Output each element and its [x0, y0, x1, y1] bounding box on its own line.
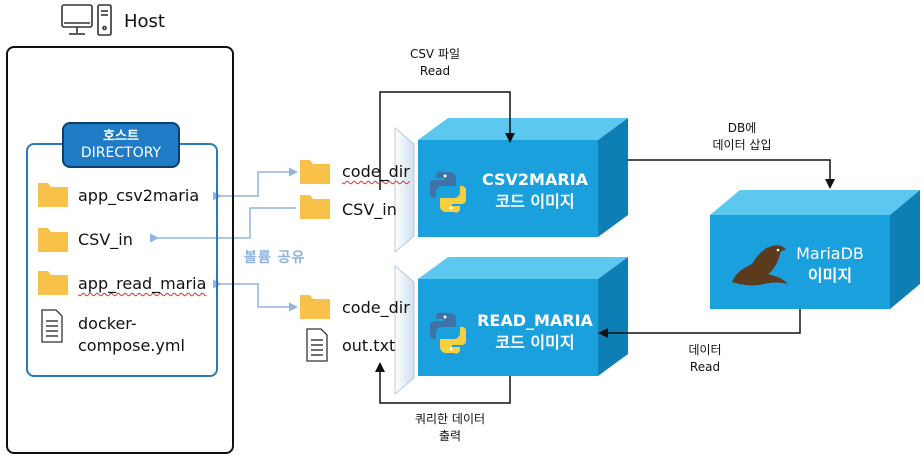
- mariadb-title: MariaDB: [796, 244, 864, 263]
- csv-read-line2: Read: [419, 64, 451, 78]
- db-insert-label: DB에 데이터 삽입: [692, 120, 792, 154]
- host-file-docker-compose[interactable]: docker- compose.yml: [78, 313, 185, 357]
- volume-connectors: [150, 167, 298, 312]
- data-read-line2: Read: [689, 360, 721, 374]
- mount-panel-1: [394, 126, 415, 254]
- container1-folder-code-dir[interactable]: code_dir: [342, 162, 410, 181]
- data-read-label: 데이터 Read: [670, 342, 740, 376]
- csv-read-label: CSV 파일 Read: [400, 46, 470, 80]
- docker-compose-line1: docker-: [78, 314, 137, 333]
- db-insert-line2: 데이터 삽입: [712, 138, 772, 152]
- read-maria-title: READ_MARIA: [477, 311, 593, 330]
- csv2maria-cube: [418, 118, 628, 237]
- container2-file-out-txt[interactable]: out.txt: [342, 336, 396, 355]
- read-maria-cube: [418, 257, 628, 376]
- flow-arrows: [375, 91, 835, 404]
- python-icon-1: [430, 171, 466, 213]
- csv2maria-subtitle: 코드 이미지: [495, 192, 575, 211]
- mariadb-cube: [710, 190, 920, 309]
- data-read-line1: 데이터: [688, 343, 722, 357]
- csv2maria-label: CSV2MARIA 코드 이미지: [470, 169, 600, 213]
- mariadb-label: MariaDB 이미지: [780, 243, 880, 287]
- python-icon-2: [430, 312, 466, 354]
- db-insert-line1: DB에: [727, 121, 757, 135]
- query-out-line1: 쿼리한 데이터: [414, 412, 486, 426]
- host-title: Host: [124, 11, 165, 32]
- host-folder-csv-in[interactable]: CSV_in: [78, 230, 133, 249]
- csv2maria-title: CSV2MARIA: [481, 170, 589, 189]
- container1-folder-csv-in[interactable]: CSV_in: [342, 200, 397, 219]
- document-icon-compose: [41, 309, 63, 343]
- host-box: [6, 46, 234, 454]
- query-out-line2: 출력: [438, 429, 462, 443]
- host-directory-label-line2: DIRECTORY: [80, 145, 162, 161]
- folder-icons: [38, 160, 330, 319]
- host-directory-label-line1: 호스트: [103, 129, 139, 144]
- mariadb-seal-icon: [732, 245, 788, 286]
- document-icon-out-txt: [306, 328, 328, 362]
- mount-panel-2: [394, 264, 415, 396]
- query-out-label: 쿼리한 데이터 출력: [400, 411, 500, 445]
- volume-share-label: 볼륨 공유: [244, 250, 306, 266]
- docker-compose-line2: compose.yml: [78, 336, 185, 355]
- mariadb-subtitle: 이미지: [807, 266, 853, 285]
- host-computer-icon: [61, 4, 112, 36]
- container2-folder-code-dir[interactable]: code_dir: [342, 298, 410, 317]
- csv-read-line1: CSV 파일: [409, 47, 461, 61]
- host-folder-app-read-maria[interactable]: app_read_maria: [78, 274, 207, 293]
- host-folder-app-csv2maria[interactable]: app_csv2maria: [78, 186, 200, 205]
- read-maria-label: READ_MARIA 코드 이미지: [470, 310, 600, 354]
- read-maria-subtitle: 코드 이미지: [495, 333, 575, 352]
- host-directory-label: 호스트 DIRECTORY: [62, 122, 180, 168]
